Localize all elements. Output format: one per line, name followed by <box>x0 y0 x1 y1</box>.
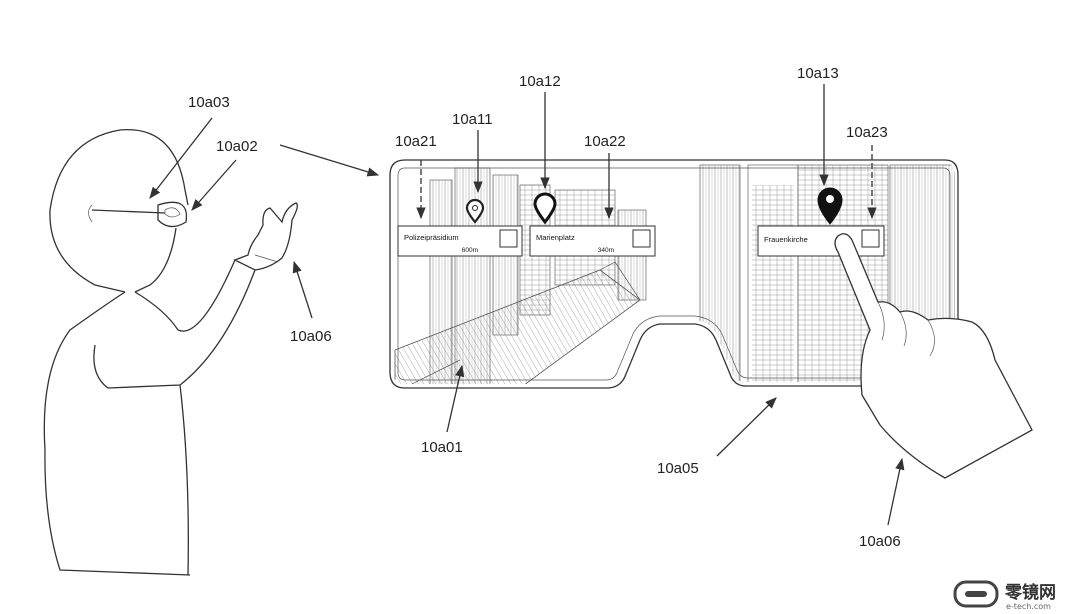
poi-card-marienplatz[interactable]: Marienplatz 340m <box>529 225 656 257</box>
poi-name: Polizeipräsidium <box>404 233 459 242</box>
reference-labels: 10a03 10a02 10a06 10a21 10a11 10a12 10a2… <box>188 65 901 550</box>
pointing-hand <box>834 233 1033 479</box>
location-pin-icon[interactable] <box>465 198 485 224</box>
poi-card-polizeiprasidium[interactable]: Polizeipräsidium 600m <box>397 225 523 257</box>
poi-distance: 340m <box>598 247 614 254</box>
watermark-text: 零镜网 <box>1004 582 1056 603</box>
poi-distance: 600m <box>462 247 478 254</box>
label-pin-1: 10a11 <box>452 111 493 128</box>
location-pin-icon[interactable] <box>817 187 843 225</box>
poi-card-frauenkirche[interactable]: Frauenkirche <box>757 225 885 257</box>
label-glasses-outline: 10a05 <box>657 460 699 477</box>
label-display-right: 10a01 <box>421 439 463 456</box>
location-pin-icon[interactable] <box>533 192 557 225</box>
label-user-eye: 10a03 <box>188 94 230 111</box>
poi-checkbox[interactable] <box>499 229 518 248</box>
poi-name: Marienplatz <box>536 233 575 242</box>
label-hand-left: 10a06 <box>290 328 332 345</box>
watermark-subtext: e-tech.com <box>1006 602 1051 611</box>
poi-checkbox[interactable] <box>861 229 880 248</box>
label-card-3-ref: 10a23 <box>846 124 888 141</box>
poi-checkbox[interactable] <box>632 229 651 248</box>
label-card-2-ref: 10a22 <box>584 133 626 150</box>
poi-name: Frauenkirche <box>764 235 808 244</box>
leader-lines <box>149 84 905 526</box>
glasses-view: Polizeipräsidium 600m Marienplatz 340m F… <box>389 159 1033 479</box>
label-pin-2: 10a12 <box>519 73 561 90</box>
watermark-logo: 零镜网 e-tech.com <box>953 580 1056 611</box>
user-figure <box>43 129 298 576</box>
label-pin-3: 10a13 <box>797 65 839 82</box>
label-hand-right: 10a06 <box>859 533 901 550</box>
label-card-1-ref: 10a21 <box>395 133 437 150</box>
label-glasses-frame: 10a02 <box>216 138 258 155</box>
user-glasses <box>91 201 188 228</box>
